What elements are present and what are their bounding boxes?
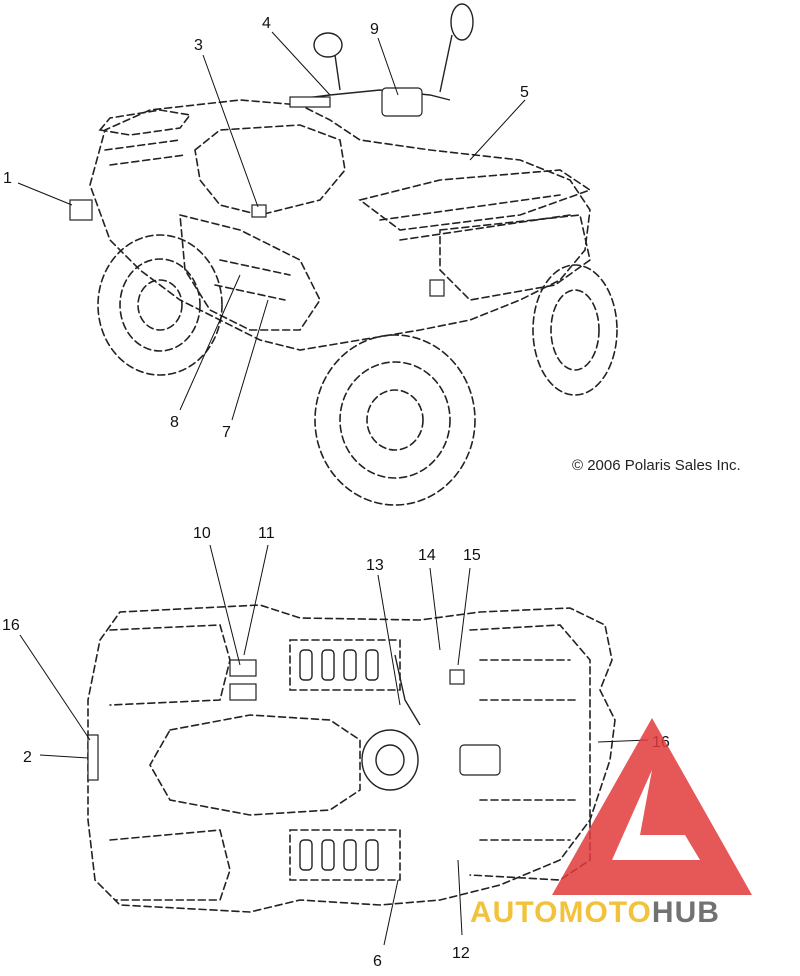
watermark-brand-hub: HUB [652,896,720,929]
atv-top-view-drawing [87,604,616,913]
watermark-brand-auto: AUTO [470,896,558,929]
callout-16-left: 16 [2,617,20,634]
leader-lines-bottom [19,544,649,946]
leader-lines-top [17,31,526,421]
callout-1: 1 [3,170,12,187]
callout-5: 5 [520,84,529,101]
callouts-top: 1 3 4 9 5 8 7 [3,15,529,441]
callout-10: 10 [193,525,211,542]
atv-perspective-drawing [69,3,618,506]
callout-8: 8 [170,414,179,431]
callout-7: 7 [222,424,231,441]
callout-12: 12 [452,945,470,962]
callout-14: 14 [418,547,436,564]
callout-6: 6 [373,953,382,970]
callout-3: 3 [194,37,203,54]
watermark-brand-moto: MOTO [558,896,651,929]
callout-11: 11 [258,525,275,542]
copyright-notice: © 2006 Polaris Sales Inc. [572,457,741,474]
callout-2: 2 [23,749,32,766]
automotohub-watermark: AUTOMOTOHUB [470,718,752,929]
callout-4: 4 [262,15,271,32]
watermark-triangle-logo [552,718,752,895]
callout-15: 15 [463,547,481,564]
callout-13: 13 [366,557,384,574]
callout-9: 9 [370,21,379,38]
svg-text:AUTOMOTOHUB: AUTOMOTOHUB [470,896,720,929]
